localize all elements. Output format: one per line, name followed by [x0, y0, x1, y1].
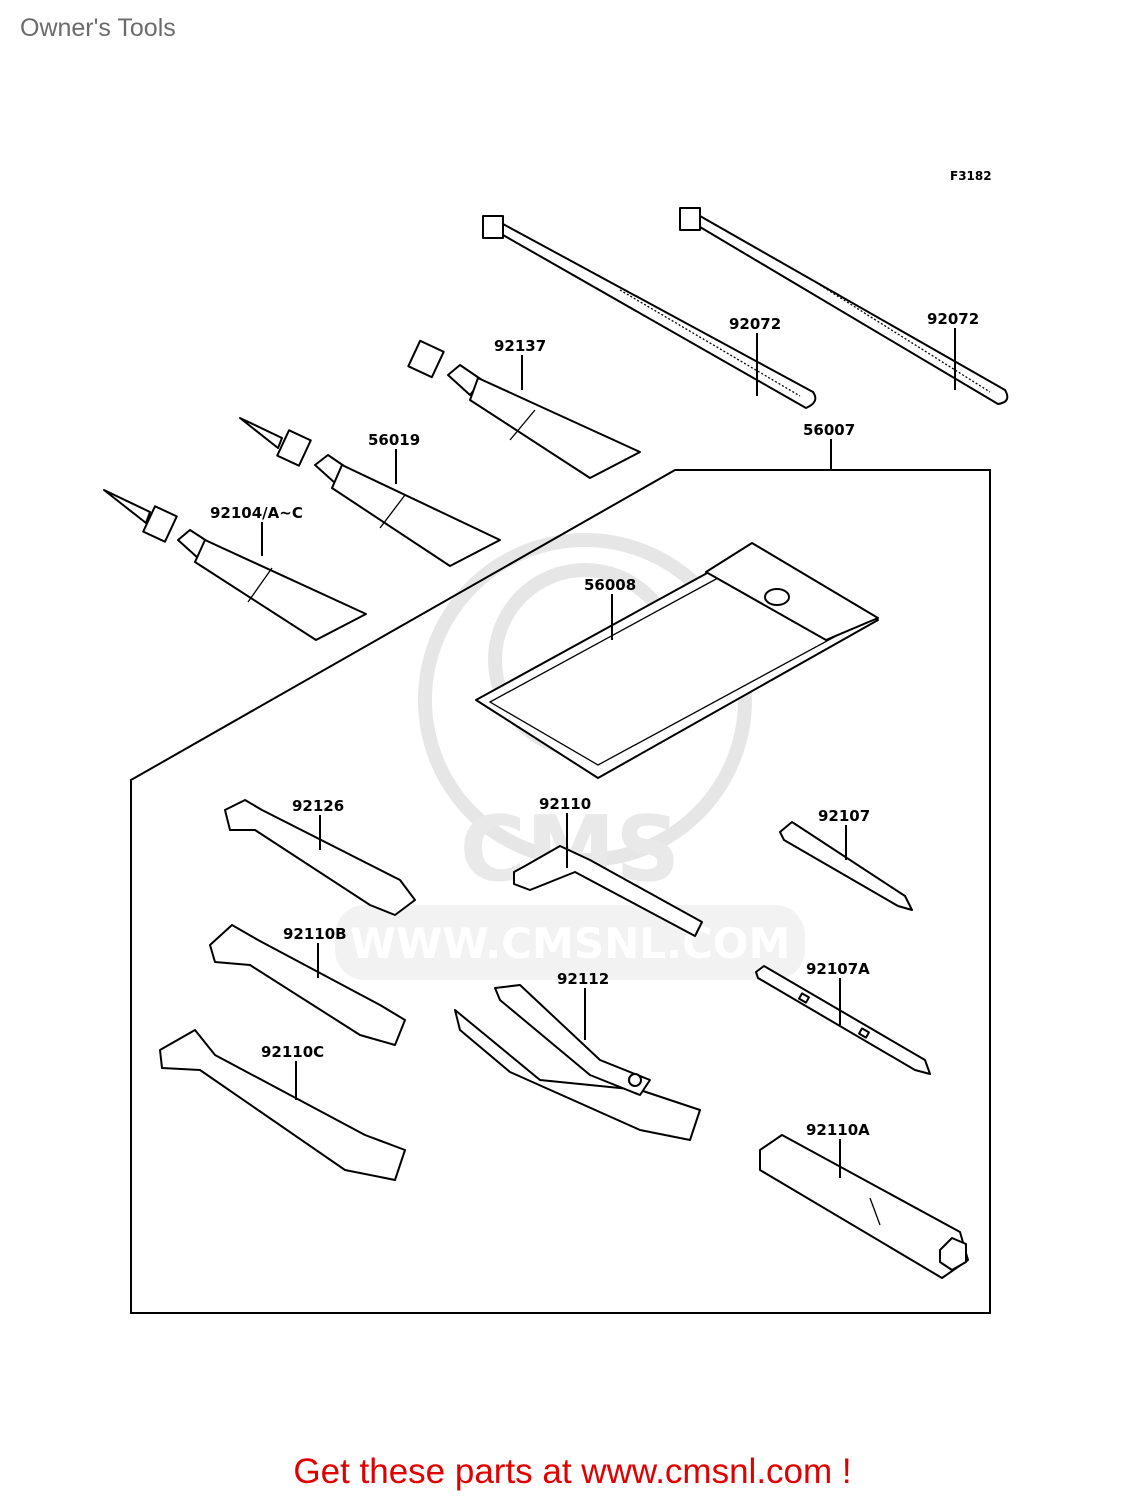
part-label: 56019	[368, 431, 420, 449]
figure-code: F3182	[950, 169, 992, 183]
wrench-92110C	[159, 1029, 406, 1181]
watermark-text: WWW.CMSNL.COM	[350, 919, 791, 968]
footer-cta-link[interactable]: Get these parts at www.cmsnl.com !	[293, 1452, 852, 1491]
part-label: 56008	[584, 576, 636, 594]
pliers-92112	[454, 984, 701, 1141]
wrench-92110B	[209, 924, 406, 1046]
part-label: 92137	[494, 337, 546, 355]
part-label: 56007	[803, 421, 855, 439]
watermark-logo: CMS	[460, 797, 680, 902]
cable-tie-92072-right	[679, 207, 1009, 405]
grease-tube-92104	[103, 489, 367, 641]
part-label: 92110A	[806, 1121, 870, 1139]
plug-wrench-92110A	[759, 1134, 969, 1279]
part-label: 92110C	[261, 1043, 324, 1061]
part-label: 92110B	[283, 925, 347, 943]
page-title: Owner's Tools	[20, 14, 176, 42]
screwdriver-92107A	[755, 965, 931, 1075]
grease-tube-92137	[407, 339, 641, 479]
kit-outline	[130, 469, 991, 1314]
wrench-92126	[224, 799, 416, 916]
part-label: 92104/A~C	[210, 504, 303, 522]
part-label: 92126	[292, 797, 344, 815]
screwdriver-92107	[779, 821, 913, 911]
part-label: 92072	[729, 315, 781, 333]
leader-lines	[261, 328, 956, 1178]
part-label: 92112	[557, 970, 609, 988]
part-label: 92107A	[806, 960, 870, 978]
part-label: 92110	[539, 795, 591, 813]
part-label: 92072	[927, 310, 979, 328]
part-label: 92107	[818, 807, 870, 825]
grease-tube-56019	[239, 417, 501, 567]
cable-tie-92072-left	[482, 215, 817, 409]
hex-key-92110	[513, 845, 703, 937]
tool-pouch-56008	[475, 542, 879, 779]
parts-diagram: CMS WWW.CMSNL.COM F3182	[103, 169, 1009, 1314]
